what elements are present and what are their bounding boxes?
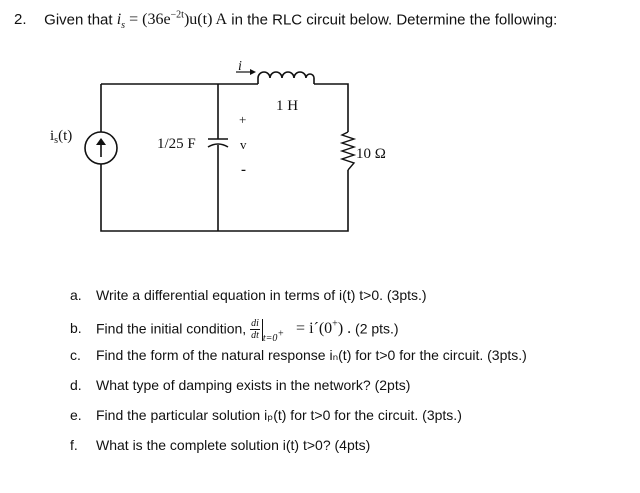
part-b-points: (2 pts.) [355, 320, 399, 337]
current-label: i [238, 59, 242, 74]
evaluation-point: t=0+ [262, 329, 285, 345]
resistor-label: 10 Ω [356, 146, 386, 162]
part-e: e.Find the particular solution iₚ(t) for… [70, 407, 462, 423]
voltage-minus: - [241, 162, 246, 178]
part-f: f.What is the complete solution i(t) t>0… [70, 437, 371, 453]
source-label: is(t) [50, 128, 72, 146]
capacitor [207, 138, 229, 148]
initial-condition-rhs: = i´(0+) . [296, 319, 352, 338]
problem-statement: 2. Given that is = (36e−2t)u(t) A in the… [14, 10, 557, 32]
resistor [339, 131, 357, 171]
question-parts: a.Write a differential equation in terms… [70, 284, 527, 464]
part-d: d.What type of damping exists in the net… [70, 377, 411, 393]
problem-intro: Given that [44, 11, 113, 29]
inductor [257, 71, 315, 84]
current-source [84, 131, 118, 165]
voltage-label: v [240, 137, 247, 152]
inductor-label: 1 H [276, 98, 298, 114]
rlc-circuit-diagram: is(t) i 1 H 1/25 F + v - 10 Ω [50, 59, 386, 232]
problem-instruction: in the RLC circuit below. Determine the … [231, 11, 558, 29]
part-c: c.Find the form of the natural response … [70, 347, 527, 363]
part-a: a.Write a differential equation in terms… [70, 287, 427, 303]
voltage-plus: + [239, 112, 246, 127]
source-equation: is = (36e−2t)u(t) A [116, 10, 228, 32]
capacitor-label: 1/25 F [157, 136, 196, 152]
problem-number: 2. [14, 11, 27, 29]
